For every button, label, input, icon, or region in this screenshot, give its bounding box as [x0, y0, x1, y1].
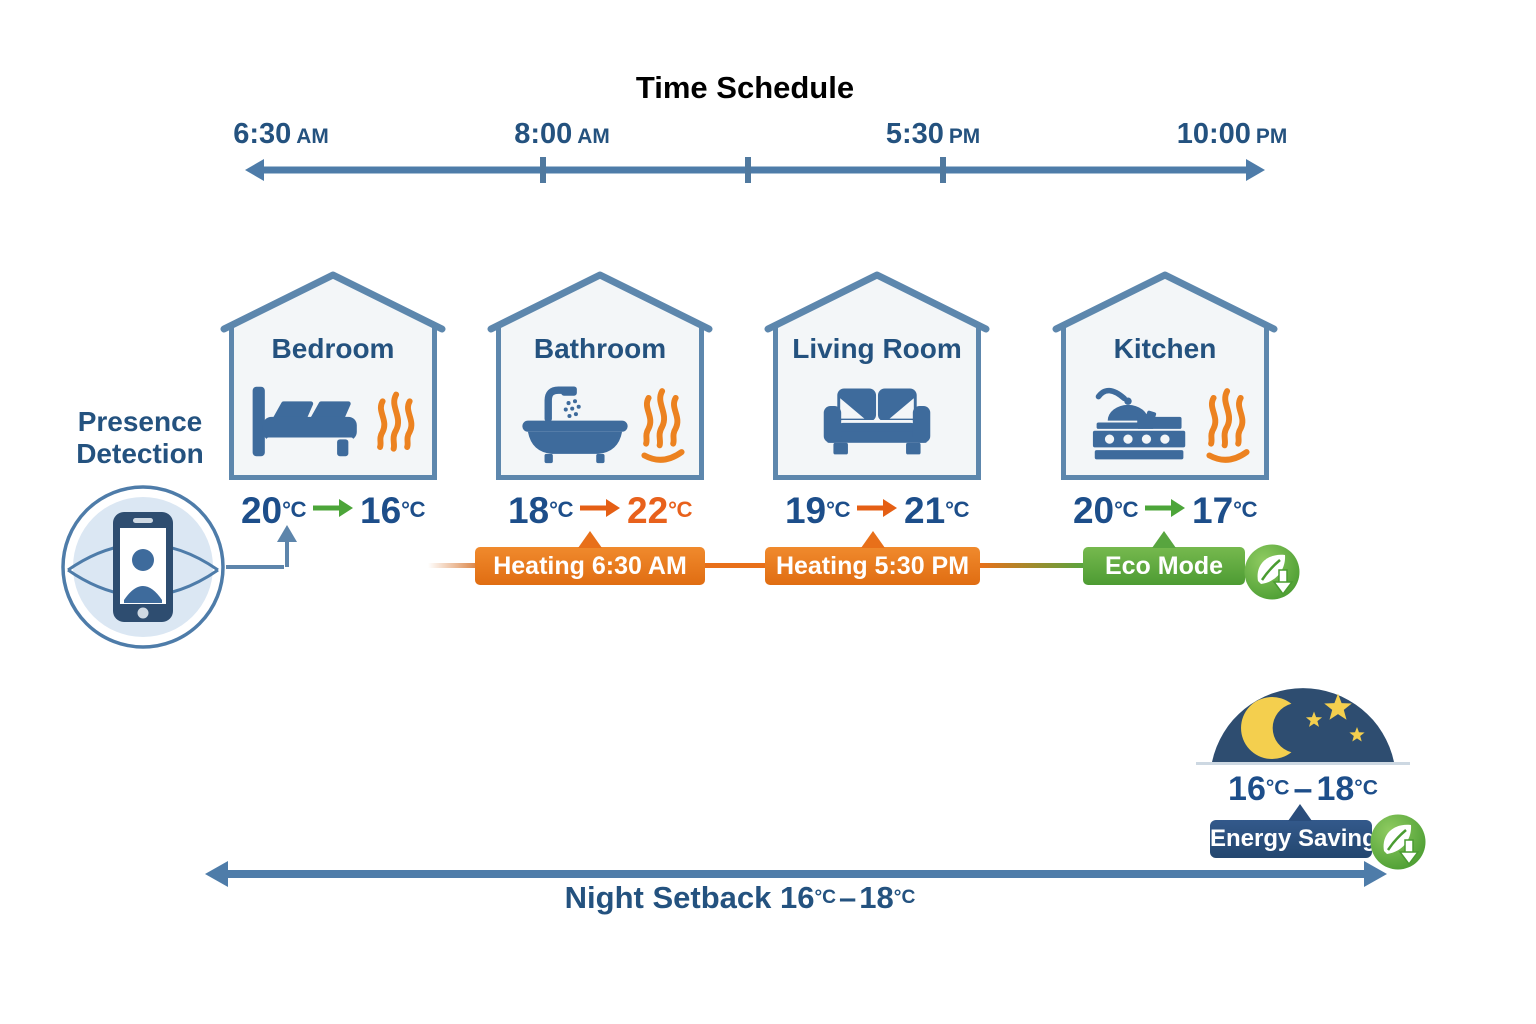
room-label: Bathroom — [533, 333, 667, 364]
energy-saving-badge: Energy Saving — [1210, 804, 1377, 858]
star-icon — [1349, 727, 1365, 742]
eco-mode-banner: Eco Mode — [1083, 531, 1245, 585]
presence-sensor-icon — [61, 485, 225, 649]
timeline-tick — [540, 157, 546, 183]
arrow-right-icon — [1246, 159, 1265, 181]
room-label: Living Room — [792, 333, 962, 364]
dome-baseline — [1196, 762, 1410, 765]
house-body: Living Room — [773, 328, 981, 480]
temp-to: 17°C — [1192, 490, 1258, 531]
banner-connector-line — [705, 563, 765, 568]
house-body: Kitchen — [1061, 328, 1269, 480]
room-card-living-room: Living Room — [763, 268, 991, 480]
room-label: Bedroom — [271, 333, 395, 364]
presence-connector-line — [226, 565, 284, 569]
house-roof-icon — [220, 271, 446, 333]
leaf-down-icon — [1244, 544, 1300, 600]
presence-connector-line — [285, 541, 289, 567]
house-roof-icon — [487, 271, 713, 333]
temp-transition-kitchen: 20°C 17°C — [1051, 490, 1279, 532]
house-body: Bedroom — [229, 328, 437, 480]
night-setback-arrow — [205, 861, 1387, 887]
heating-banner-evening: Heating 5:30 PM — [765, 531, 980, 585]
crescent-moon-icon — [1241, 697, 1292, 759]
leaf-down-icon — [1370, 814, 1426, 870]
arrow-left-icon — [205, 861, 228, 887]
timeline-tick — [745, 157, 751, 183]
banner-connector-line — [428, 563, 475, 568]
room-card-kitchen: Kitchen — [1051, 268, 1279, 480]
temp-transition-living-room: 19°C 21°C — [763, 490, 991, 532]
timeline-tick — [940, 157, 946, 183]
moon-stars-icon — [1212, 688, 1394, 762]
house-roof-icon — [764, 271, 990, 333]
bathtub-icon — [522, 386, 628, 464]
temp-from: 19°C — [784, 490, 851, 531]
temp-from: 20°C — [240, 490, 307, 531]
heat-waves-dish-icon — [641, 388, 685, 463]
temp-trend-arrow-icon — [580, 499, 620, 517]
temp-to: 22°C — [627, 490, 693, 531]
bed-icon — [252, 386, 357, 457]
arrow-right-icon — [1364, 861, 1387, 887]
temp-transition-bedroom: 20°C 16°C — [219, 490, 447, 532]
house-body: Bathroom — [496, 328, 704, 480]
night-temp-range: 16°C–18°C — [1228, 770, 1378, 808]
temp-trend-arrow-icon — [857, 499, 897, 517]
night-setback-label: Night Setback 16°C–18°C — [564, 880, 916, 915]
heating-banner-morning: Heating 6:30 AM — [475, 531, 705, 585]
stove-icon — [1092, 387, 1186, 460]
room-card-bathroom: Bathroom — [486, 268, 714, 480]
arrow-left-icon — [245, 159, 264, 181]
star-icon — [1305, 711, 1323, 727]
house-roof-icon — [1052, 271, 1278, 333]
presence-detection-label: Presence Detection — [76, 406, 204, 470]
temp-to: 21°C — [904, 490, 970, 531]
temp-trend-arrow-icon — [313, 499, 353, 517]
person-icon — [132, 549, 154, 571]
temp-from: 18°C — [507, 490, 574, 531]
star-icon — [1324, 693, 1352, 720]
heat-waves-dish-icon — [1206, 388, 1250, 463]
temp-trend-arrow-icon — [1145, 499, 1185, 517]
room-label: Kitchen — [1113, 333, 1217, 364]
room-card-bedroom: Bedroom — [219, 268, 447, 480]
temp-from: 20°C — [1072, 490, 1139, 531]
banner-connector-line — [980, 563, 1085, 568]
temp-transition-bathroom: 18°C 22°C — [486, 490, 714, 532]
presence-connector-arrow-icon — [277, 525, 297, 542]
page-title: Time Schedule — [635, 70, 855, 105]
sofa-icon — [823, 388, 931, 455]
heat-waves-icon — [377, 391, 415, 452]
timeline-arrow — [245, 157, 1265, 183]
temp-to: 16°C — [360, 490, 426, 531]
